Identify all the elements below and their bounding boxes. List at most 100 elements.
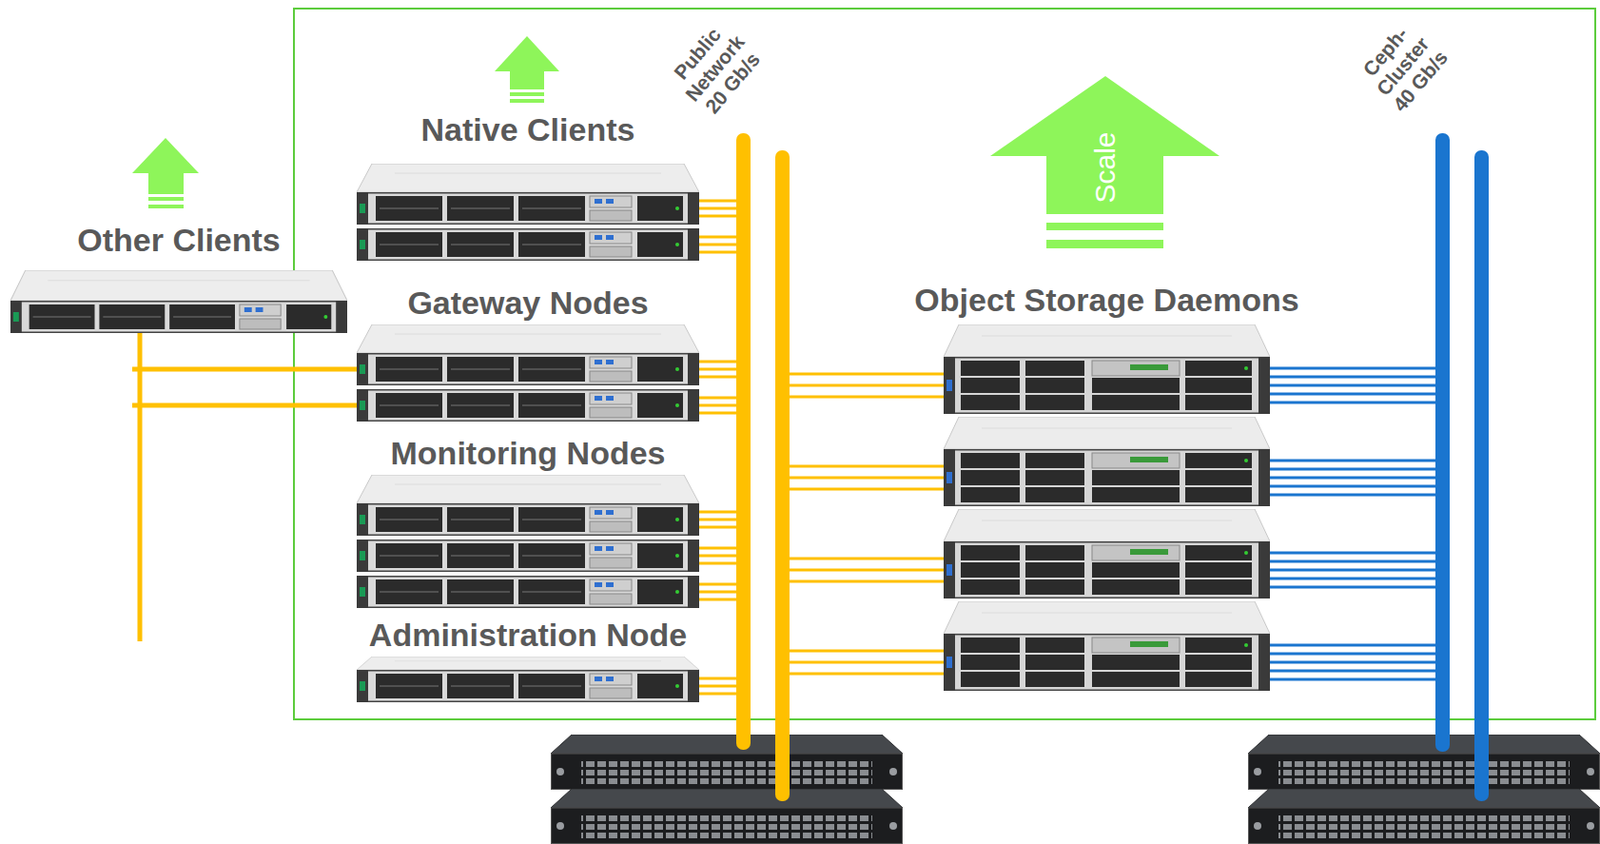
group-heading: Monitoring Nodes xyxy=(390,434,666,472)
cable-line xyxy=(789,661,944,664)
cable-line xyxy=(789,487,944,491)
growth-arrow xyxy=(148,204,184,209)
cable-line xyxy=(699,411,737,415)
cable-line xyxy=(699,251,737,254)
cable-line xyxy=(699,692,737,696)
cable-line xyxy=(699,583,737,586)
network-bus xyxy=(1435,133,1450,752)
growth-arrow xyxy=(132,137,199,174)
osd-group: Object Storage Daemons xyxy=(943,324,1270,691)
server xyxy=(356,324,700,353)
cable-line xyxy=(1269,367,1436,371)
cable-line xyxy=(1269,384,1436,388)
network-bus xyxy=(1474,150,1489,801)
cable-line xyxy=(1269,560,1436,564)
cable-line xyxy=(1269,568,1436,572)
network-switch xyxy=(1248,788,1600,844)
scale-arrow xyxy=(1046,239,1164,249)
server xyxy=(356,575,700,608)
group-heading: Native Clients xyxy=(421,111,636,149)
cable-line xyxy=(1269,401,1436,405)
cable-line xyxy=(789,672,944,676)
network-label: Ceph-Cluster 40 Gb/s xyxy=(1348,11,1457,121)
scale-arrow xyxy=(1046,222,1164,231)
cable-line xyxy=(699,396,737,400)
cable-line xyxy=(137,332,143,642)
cable-line xyxy=(699,684,737,688)
server xyxy=(356,669,700,703)
cable-line xyxy=(699,199,737,203)
cable-line xyxy=(699,214,737,218)
cable-line xyxy=(789,649,944,653)
cable-line xyxy=(789,568,944,572)
cable-line xyxy=(789,580,944,584)
server xyxy=(10,300,348,333)
cable-line xyxy=(1269,485,1436,488)
group-heading: Administration Node xyxy=(369,616,687,654)
network-link xyxy=(132,332,357,642)
cable-line xyxy=(699,590,737,594)
network-link xyxy=(699,511,737,600)
cable-line xyxy=(699,598,737,602)
monitor-group: Monitoring Nodes xyxy=(356,474,700,608)
storage-server xyxy=(943,601,1270,634)
network-switch xyxy=(1248,734,1600,790)
storage-server xyxy=(943,356,1270,414)
server xyxy=(356,503,700,536)
server xyxy=(356,539,700,572)
cable-line xyxy=(1269,661,1436,664)
server xyxy=(356,474,700,504)
growth-arrow xyxy=(148,173,184,195)
cable-line xyxy=(789,395,944,399)
network-bus: Public Network 20 Gb/s xyxy=(736,133,790,801)
cable-line xyxy=(1269,652,1436,656)
cable-line xyxy=(1269,468,1436,471)
storage-server xyxy=(943,448,1270,507)
server xyxy=(10,270,348,301)
growth-arrow xyxy=(148,196,184,201)
cable-line xyxy=(699,518,737,522)
cable-line xyxy=(699,235,737,239)
storage-server xyxy=(943,541,1270,599)
cable-line xyxy=(1269,392,1436,396)
server xyxy=(356,352,700,386)
storage-server xyxy=(943,416,1270,449)
cable-line xyxy=(1269,551,1436,555)
client-group: Native Clients xyxy=(356,163,700,261)
server xyxy=(356,192,700,225)
growth-arrow xyxy=(509,92,545,97)
network-link xyxy=(789,373,944,674)
cable-line xyxy=(132,403,357,409)
cable-line xyxy=(699,368,737,371)
cable-line xyxy=(699,207,737,211)
cable-line xyxy=(1269,643,1436,647)
cable-line xyxy=(1269,678,1436,682)
client-group: Other Clients xyxy=(10,270,348,333)
cable-line xyxy=(789,372,944,376)
storage-server xyxy=(943,508,1270,542)
server xyxy=(356,656,700,670)
cable-line xyxy=(1269,476,1436,480)
group-heading: Object Storage Daemons xyxy=(914,281,1299,319)
cable-line xyxy=(699,360,737,364)
network-link xyxy=(1269,368,1436,680)
cable-line xyxy=(789,384,944,388)
storage-server xyxy=(943,324,1270,357)
cable-line xyxy=(789,476,944,480)
cable-line xyxy=(132,367,357,372)
scale-text: Scale xyxy=(1089,131,1122,203)
gateway-group: Gateway Nodes xyxy=(356,324,700,422)
cable-line xyxy=(1269,493,1436,497)
cable-line xyxy=(789,557,944,561)
growth-arrow xyxy=(509,71,545,90)
group-heading: Other Clients xyxy=(77,221,280,259)
network-switch xyxy=(550,788,903,844)
cable-line xyxy=(1269,585,1436,589)
cable-line xyxy=(699,677,737,681)
cable-line xyxy=(699,554,737,558)
network-bus xyxy=(736,133,751,750)
cable-line xyxy=(1269,375,1436,379)
